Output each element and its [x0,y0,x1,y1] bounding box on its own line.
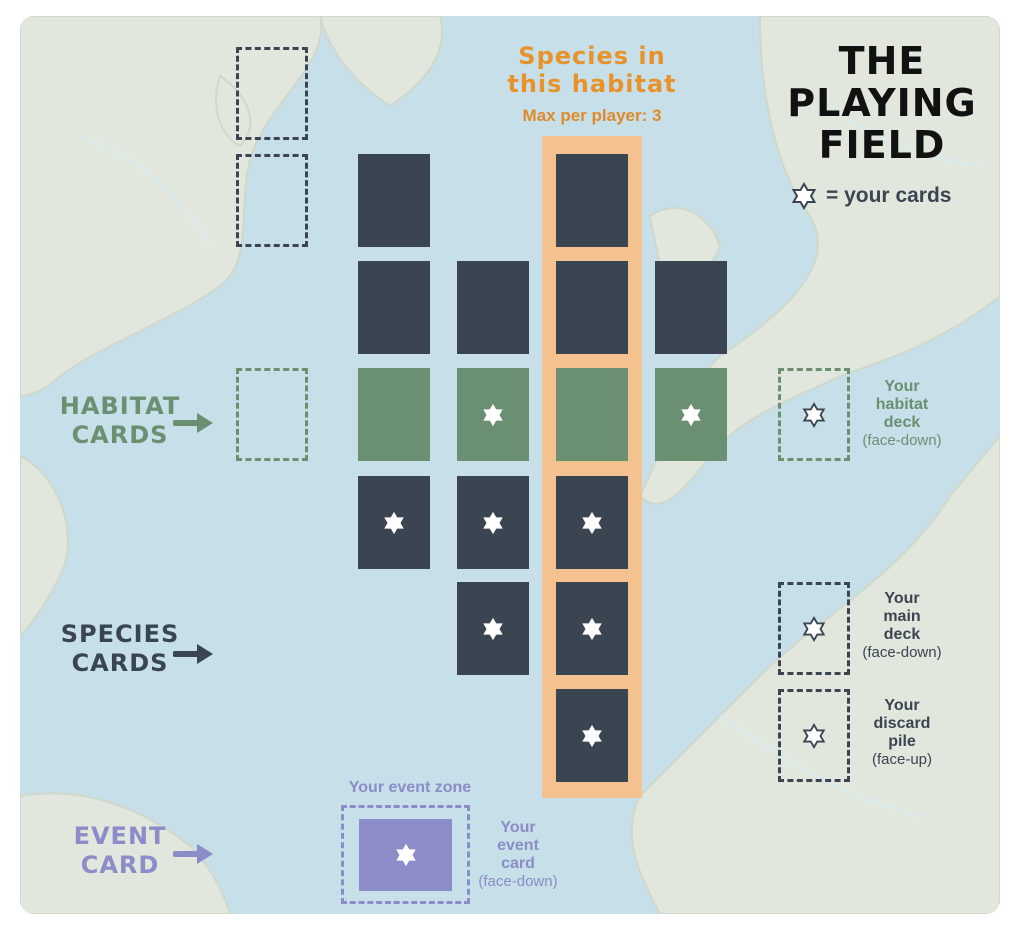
event-note-l4: (face-down) [478,873,558,890]
main-deck-l2: main [883,608,921,625]
your-card-star-icon [483,511,503,534]
event-note-l1: Your [500,819,536,836]
species-card-c1-r2[interactable] [358,261,430,354]
your-card-star-icon [395,843,416,867]
habitat-card-c2[interactable] [457,368,529,461]
habitat-card-c3[interactable] [556,368,628,461]
title-line1: THE [838,39,926,83]
discard-l1: Your [884,697,920,714]
species-card-c3-r2[interactable] [556,261,628,354]
arrow-right-icon [173,844,213,864]
discard-l3: pile [888,733,916,750]
species-label-line1: SPECIES [60,620,180,648]
event-card-label: EVENT CARD [55,822,185,880]
species-card-c3-r5[interactable] [556,582,628,675]
star-outline-icon [802,615,826,642]
habitat-deck-l4: (face-down) [862,432,942,449]
event-card-note: Your event card (face-down) [470,819,566,891]
species-cards-label: SPECIES CARDS [55,620,185,678]
map-background [20,16,1000,914]
playing-field-board: Species in this habitat Max per player: … [20,16,1000,914]
habitat-column-title-line2: this habitat [507,70,677,98]
main-deck-l3: deck [883,626,921,643]
arrow-right-icon [173,644,213,664]
habitat-deck-l1: Your [884,378,920,395]
habitat-column-max: Max per player: 3 [522,106,662,125]
empty-slot-top-1 [236,47,308,140]
your-card-star-icon [582,511,602,534]
species-card-c3-r1[interactable] [556,154,628,247]
your-card-star-icon [582,724,602,747]
your-card-star-icon [582,617,602,640]
main-deck-l1: Your [884,590,920,607]
event-zone [341,805,470,904]
your-card-star-icon [483,617,503,640]
species-card-c2-r2[interactable] [457,261,529,354]
habitat-column-title-line1: Species in [518,42,666,70]
arrow-right-icon [173,413,213,433]
species-card-c2-r4[interactable] [457,476,529,569]
discard-l2: discard [873,715,931,732]
habitat-card-c1[interactable] [358,368,430,461]
habitat-deck-l3: deck [883,414,921,431]
habitat-column-title: Species in this habitat [482,42,702,98]
habitat-cards-label: HABITAT CARDS [55,392,185,450]
page-title: THE PLAYING FIELD [782,40,982,166]
species-card-c1-r4[interactable] [358,476,430,569]
your-card-star-icon [681,403,701,426]
species-card-c4-r2[interactable] [655,261,727,354]
event-card[interactable] [359,819,452,891]
title-line2: PLAYING [787,81,977,125]
species-card-c3-r6[interactable] [556,689,628,782]
species-card-c1-r1[interactable] [358,154,430,247]
event-label-line1: EVENT [73,822,167,850]
star-outline-icon [802,722,826,749]
title-line3: FIELD [818,123,946,167]
discard-pile-slot[interactable] [778,689,850,782]
event-note-l3: card [501,855,535,872]
main-deck-slot[interactable] [778,582,850,675]
star-outline-icon [791,182,817,210]
star-outline-icon [802,401,826,428]
habitat-card-c4[interactable] [655,368,727,461]
event-label-line2: CARD [80,851,160,879]
empty-habitat-slot [236,368,308,461]
habitat-deck-l2: habitat [875,396,929,413]
empty-slot-top-2 [236,154,308,247]
discard-pile-note: Your discard pile (face-up) [852,697,952,769]
species-label-line2: CARDS [71,649,169,677]
discard-l4: (face-up) [871,751,933,768]
your-card-star-icon [483,403,503,426]
habitat-label-line1: HABITAT [59,392,181,420]
legend: = your cards [790,181,990,211]
main-deck-l4: (face-down) [862,644,942,661]
species-card-c3-r4[interactable] [556,476,628,569]
habitat-deck-note: Your habitat deck (face-down) [852,378,952,450]
event-note-l2: event [497,837,539,854]
habitat-deck-slot[interactable] [778,368,850,461]
legend-text: = your cards [826,184,952,207]
event-zone-label: Your event zone [348,779,472,796]
main-deck-note: Your main deck (face-down) [852,590,952,662]
species-card-c2-r5[interactable] [457,582,529,675]
habitat-label-line2: CARDS [71,421,169,449]
your-card-star-icon [384,511,404,534]
